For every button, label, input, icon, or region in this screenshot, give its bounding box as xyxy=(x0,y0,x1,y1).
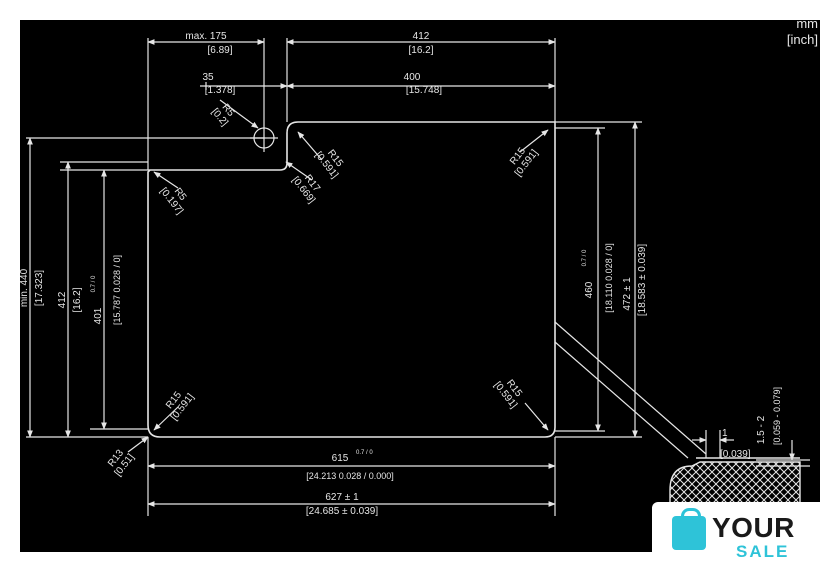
label-min440-mm: min. 440 xyxy=(20,268,30,307)
label-35-mm: 35 xyxy=(202,72,214,83)
label-472-inch: [18.583 ± 0.039] xyxy=(637,244,648,316)
unit-legend: mm [inch] xyxy=(787,16,818,48)
label-460-mm: 460 xyxy=(584,281,595,298)
label-412-left-inch: [16.2] xyxy=(72,287,83,312)
label-615-mm: 615 xyxy=(332,453,349,464)
detail-leader xyxy=(554,321,707,455)
label-615-inch: [24.213 0.028 / 0.000] xyxy=(306,471,394,481)
label-412-left-mm: 412 xyxy=(57,291,68,308)
label-gap-mm: 1 xyxy=(722,428,728,439)
unit-inch: [inch] xyxy=(786,32,818,47)
label-400-inch: [15.748] xyxy=(406,85,442,96)
label-412-top-inch: [16.2] xyxy=(408,45,433,56)
shopping-bag-icon xyxy=(672,508,706,550)
label-460-inch: [18.110 0.028 / 0] xyxy=(604,243,614,312)
logo-text-sale: SALE xyxy=(736,542,790,561)
label-472-mm: 472 ± 1 xyxy=(622,277,633,311)
label-min440-inch: [17.323] xyxy=(34,270,45,306)
your-sale-logo: YOUR SALE xyxy=(652,502,820,572)
label-627-inch: [24.685 ± 0.039] xyxy=(306,506,378,517)
label-max175-mm: max. 175 xyxy=(185,31,227,42)
label-401-tol: 0.7 / 0 xyxy=(91,275,97,292)
label-460-tol: 0.7 / 0 xyxy=(582,249,588,266)
cutout-outline xyxy=(147,121,556,438)
label-thickness-inch: [0.059 - 0.079] xyxy=(772,387,782,445)
label-412-top-mm: 412 xyxy=(413,31,430,42)
technical-drawing: max. 175 [6.89] 412 [16.2] 35 [1.378] 40… xyxy=(19,31,810,553)
unit-mm: mm xyxy=(796,16,818,31)
label-627-mm: 627 ± 1 xyxy=(325,492,359,503)
label-35-inch: [1.378] xyxy=(205,85,236,96)
label-max175-inch: [6.89] xyxy=(207,45,232,56)
label-615-tol: 0.7 / 0 xyxy=(356,450,373,456)
label-400-mm: 400 xyxy=(404,72,421,83)
label-gap-inch: [0.039] xyxy=(720,449,751,460)
logo-text-your: YOUR xyxy=(712,512,795,543)
label-401-inch: [15.787 0.028 / 0] xyxy=(112,255,122,325)
label-401-mm: 401 xyxy=(93,307,104,324)
drawing-canvas: max. 175 [6.89] 412 [16.2] 35 [1.378] 40… xyxy=(19,20,820,553)
label-thickness-mm: 1.5 - 2 xyxy=(756,415,767,444)
